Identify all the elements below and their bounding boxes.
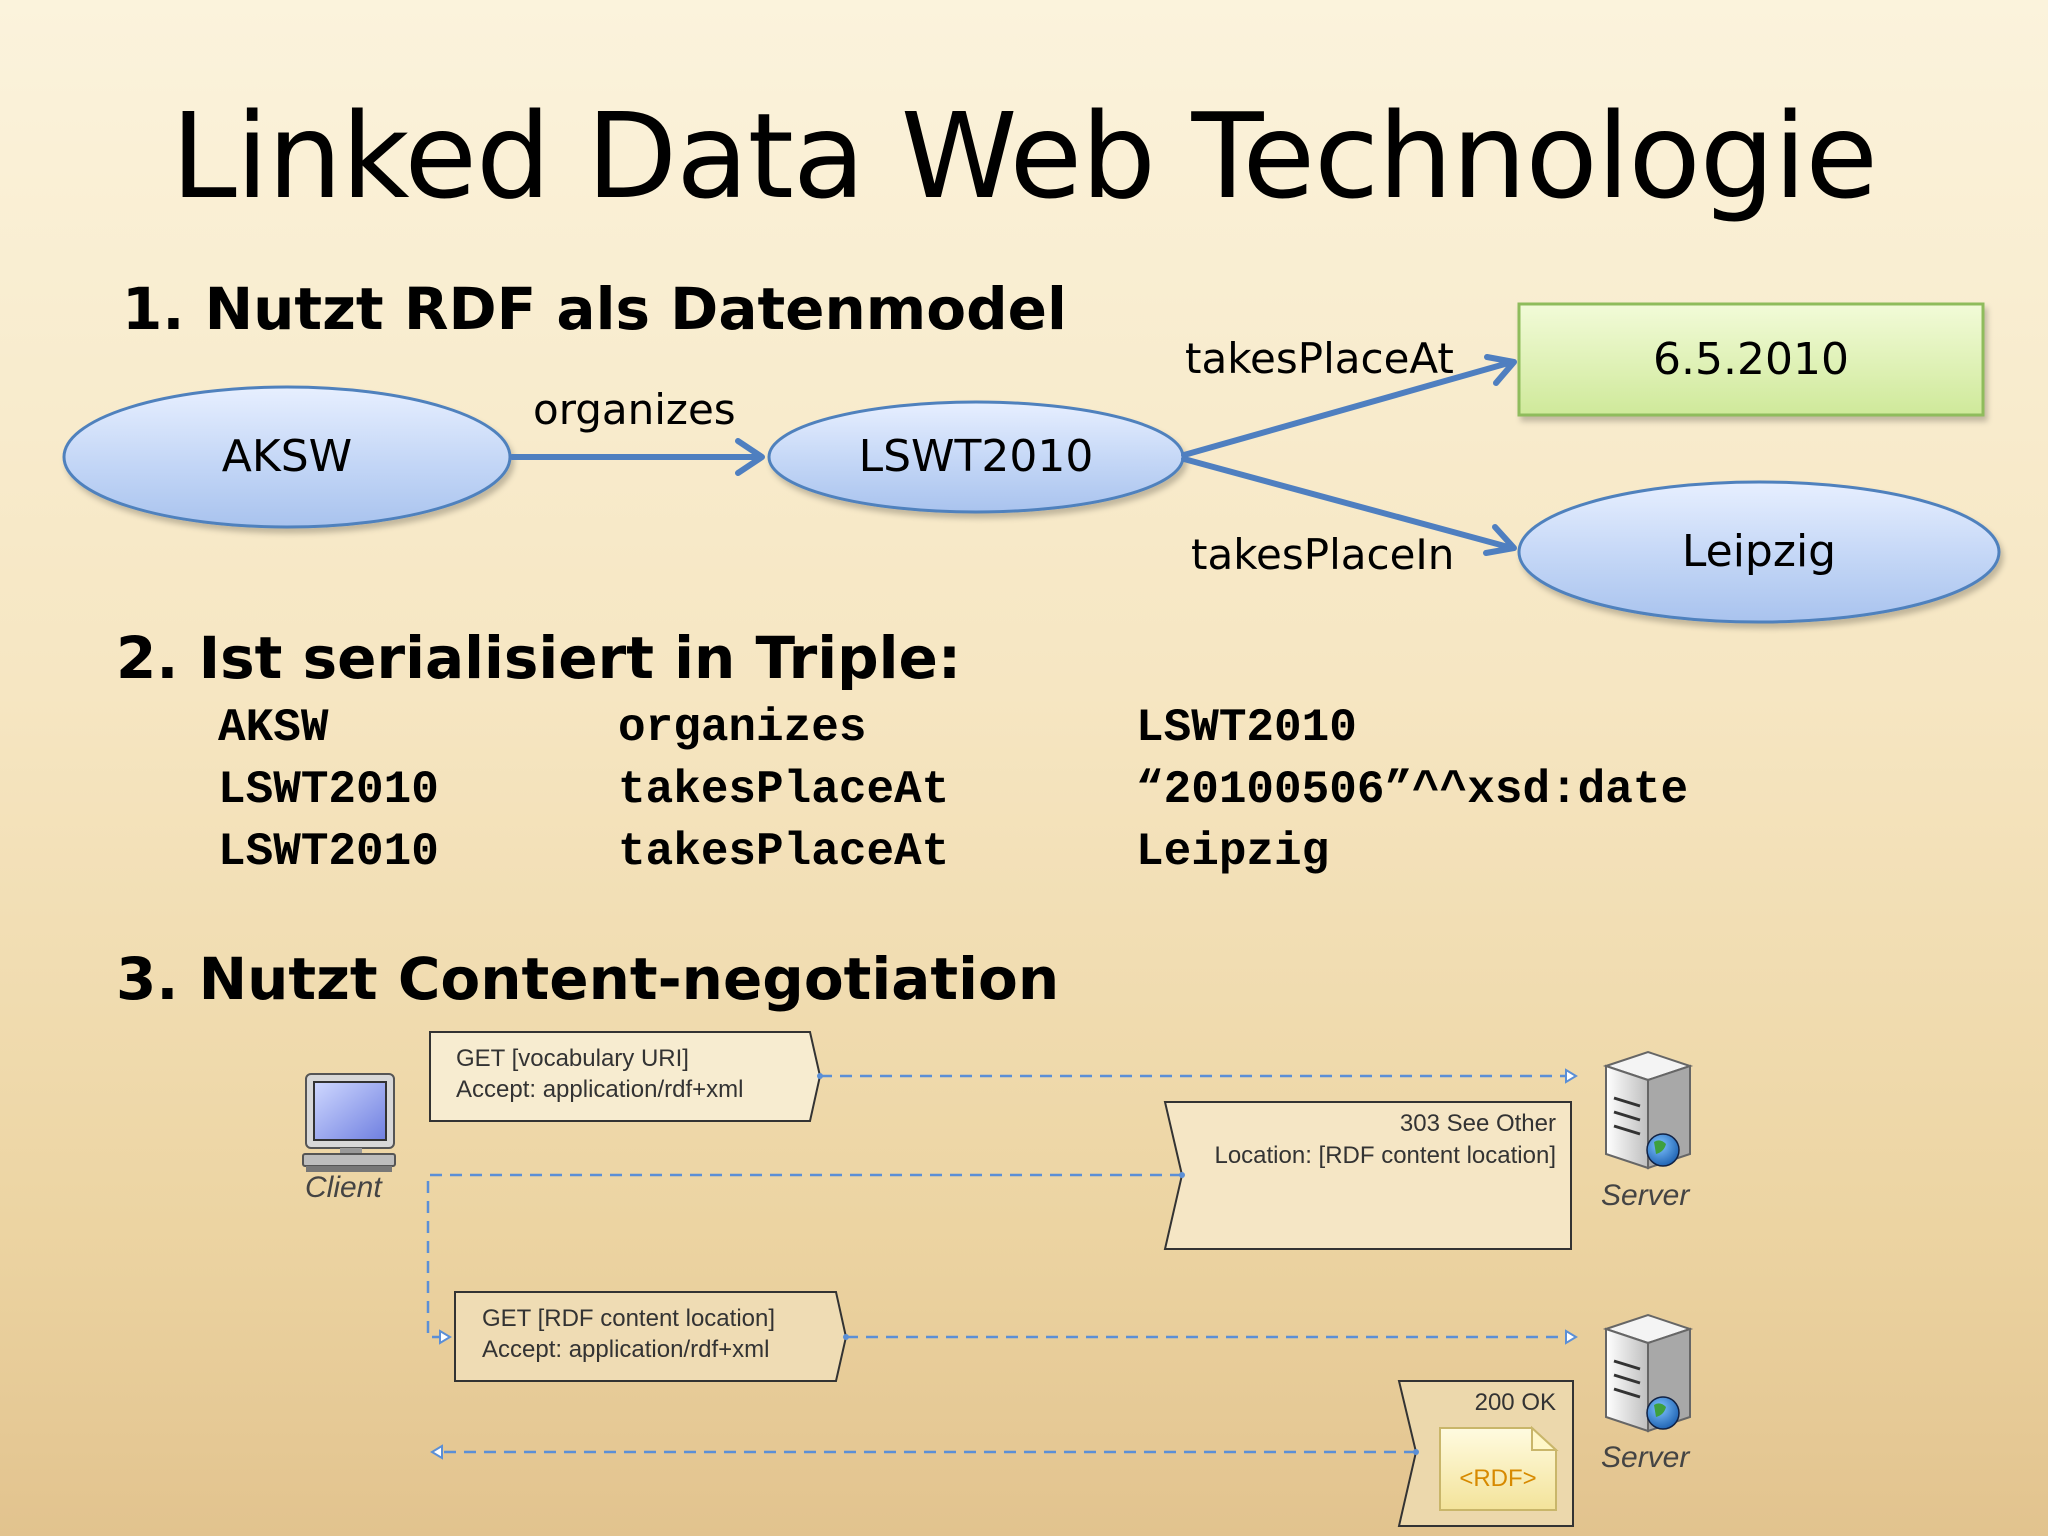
node-date-label: 6.5.2010 bbox=[1653, 334, 1849, 385]
client-computer-icon bbox=[302, 1073, 396, 1172]
msg2-arrowhead bbox=[439, 1329, 452, 1345]
triple-1-subject: AKSW bbox=[218, 702, 329, 754]
msg4-arrowhead bbox=[430, 1444, 443, 1460]
triple-1-predicate: organizes bbox=[618, 702, 867, 754]
msg2-line bbox=[426, 1173, 1182, 1339]
edge-takesplaceat-line bbox=[1181, 359, 1515, 458]
server-icon-1 bbox=[1602, 1050, 1694, 1170]
section3-heading: 3. Nutzt Content-negotiation bbox=[116, 945, 1060, 1013]
node-lswt2010-label: LSWT2010 bbox=[858, 431, 1094, 482]
server-caption-1: Server bbox=[1601, 1179, 1690, 1212]
node-leipzig-shape bbox=[1517, 480, 2001, 624]
edge-takesplaceat-label: takesPlaceAt bbox=[1185, 334, 1454, 383]
edge-takesplaceat-head bbox=[1484, 354, 1517, 386]
edge-organizes-head bbox=[735, 438, 765, 476]
request1-line1: GET [vocabulary URI] bbox=[456, 1045, 689, 1072]
client-caption: Client bbox=[305, 1171, 382, 1204]
slide-title: Linked Data Web Technologie bbox=[170, 87, 1878, 225]
msg3-arrowhead bbox=[1565, 1329, 1578, 1345]
request2-line1: GET [RDF content location] bbox=[482, 1305, 776, 1332]
server-icon-2 bbox=[1602, 1313, 1694, 1433]
triple-3-predicate: takesPlaceAt bbox=[618, 826, 950, 878]
request2-box bbox=[454, 1291, 848, 1382]
response1-line1: 303 See Other bbox=[1399, 1110, 1556, 1137]
edge-takesplacein-line bbox=[1181, 456, 1515, 551]
triple-2-subject: LSWT2010 bbox=[218, 764, 439, 816]
edge-organizes-label: organizes bbox=[533, 385, 736, 434]
msg1-arrowhead bbox=[1565, 1068, 1578, 1084]
request1-line2: Accept: application/rdf+xml bbox=[456, 1076, 744, 1103]
triple-1-object: LSWT2010 bbox=[1136, 702, 1357, 754]
node-date-shape bbox=[1517, 302, 1985, 417]
server-caption-2: Server bbox=[1601, 1441, 1690, 1474]
rdf-document-icon bbox=[1439, 1425, 1559, 1511]
triple-2-predicate: takesPlaceAt bbox=[618, 764, 950, 816]
triple-3-object: Leipzig bbox=[1136, 826, 1330, 878]
response1-line2: Location: [RDF content location] bbox=[1214, 1142, 1556, 1169]
triple-2-object: “20100506”^^xsd:date bbox=[1136, 764, 1689, 816]
node-aksw-label: AKSW bbox=[221, 431, 353, 482]
edge-takesplacein-head bbox=[1483, 524, 1517, 556]
rdf-graph bbox=[62, 302, 2001, 624]
edge-takesplacein-label: takesPlaceIn bbox=[1191, 530, 1455, 579]
section1-heading: 1. Nutzt RDF als Datenmodel bbox=[122, 275, 1067, 343]
rdf-document-label: <RDF> bbox=[1459, 1464, 1537, 1492]
response1-box bbox=[1163, 1101, 1572, 1250]
request1-box bbox=[429, 1031, 822, 1122]
sequence-diagram bbox=[302, 1031, 1694, 1527]
request2-line2: Accept: application/rdf+xml bbox=[482, 1336, 770, 1363]
triple-3-subject: LSWT2010 bbox=[218, 826, 439, 878]
node-leipzig-label: Leipzig bbox=[1681, 526, 1837, 577]
response2-line1: 200 OK bbox=[1474, 1389, 1556, 1416]
section2-heading: 2. Ist serialisiert in Triple: bbox=[116, 624, 962, 692]
